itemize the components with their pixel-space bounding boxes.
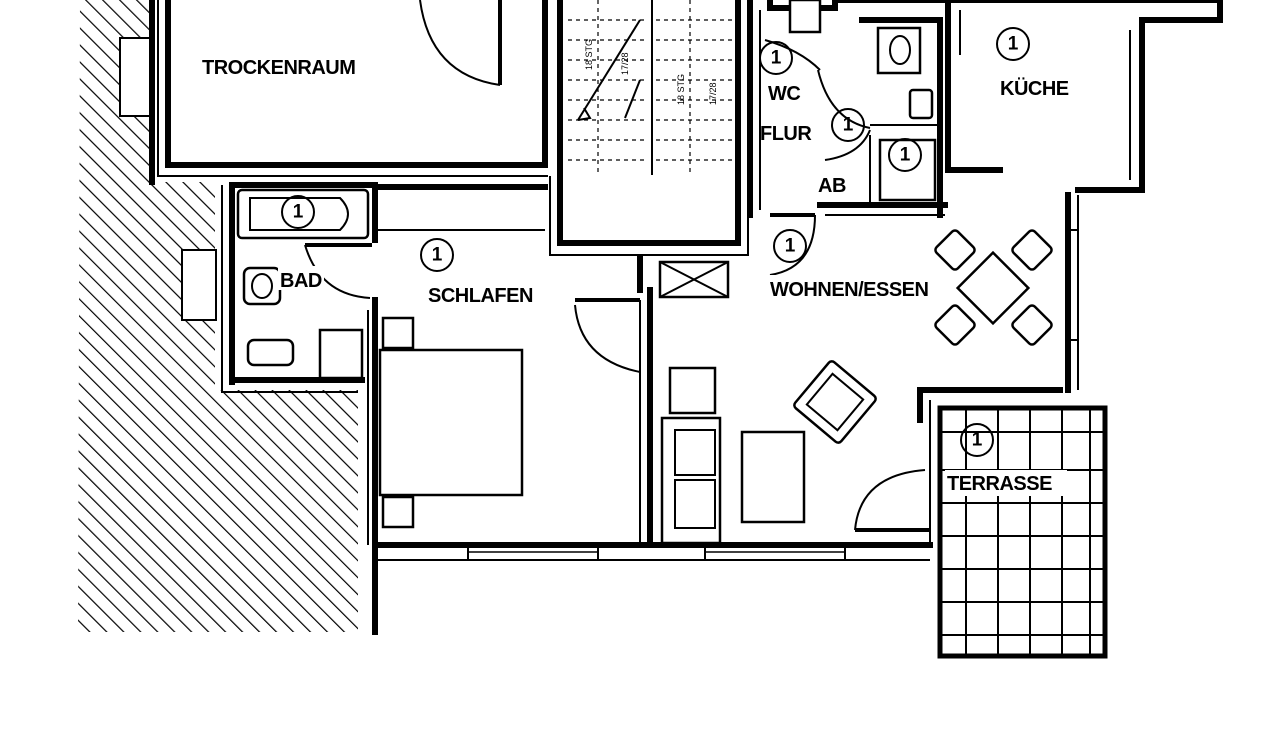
stair-left-count: 18 STG (584, 39, 594, 70)
marker-terrasse: 1 (972, 430, 983, 451)
stair-left-ratio: 17/28 (620, 52, 630, 75)
marker-wc: 1 (771, 48, 782, 69)
bathtub (236, 188, 370, 240)
armchair (793, 360, 877, 444)
hatched-terrain (78, 0, 358, 632)
label-schlafen: SCHLAFEN (428, 285, 533, 307)
label-wc: WC (768, 83, 800, 105)
label-kueche: KÜCHE (1000, 77, 1069, 100)
marker-bad: 1 (293, 202, 304, 223)
sofa (660, 366, 722, 545)
marker-schlafen: 1 (432, 245, 443, 266)
marker-ab: 1 (900, 145, 911, 166)
label-bad: BAD (280, 270, 322, 292)
room-markers: 1 1 1 1 1 1 1 1 (281, 27, 1030, 457)
doors (304, 0, 930, 532)
staircase: 18 STG 17/28 18 STG 17/28 (568, 0, 732, 175)
coffee-table (740, 430, 806, 524)
label-ab: AB (818, 175, 846, 197)
hatch-notch-top (119, 37, 155, 117)
terrasse-tiles (937, 405, 1108, 659)
wc-fixtures (788, 0, 937, 202)
label-trockenraum: TROCKENRAUM (202, 57, 355, 79)
marker-kueche: 1 (1008, 34, 1019, 55)
label-wohnen-essen: WOHNEN/ESSEN (770, 279, 929, 301)
marker-wohnen: 1 (785, 236, 796, 257)
label-terrasse: TERRASSE (947, 473, 1052, 495)
stair-hatch (658, 260, 730, 299)
stair-right-count: 18 STG (676, 74, 686, 105)
bed (378, 316, 524, 529)
walls (149, 0, 1223, 635)
room-labels: TROCKENRAUM WC FLUR AB KÜCHE BAD SCHLAFE… (200, 52, 1069, 496)
marker-flur: 1 (843, 115, 854, 136)
label-flur: FLUR (760, 123, 812, 145)
bad-toilet-and-sink (242, 266, 364, 380)
dining-set (934, 229, 1053, 346)
stair-right-ratio: 17/28 (708, 82, 718, 105)
hatch-notch-bad (181, 249, 217, 321)
